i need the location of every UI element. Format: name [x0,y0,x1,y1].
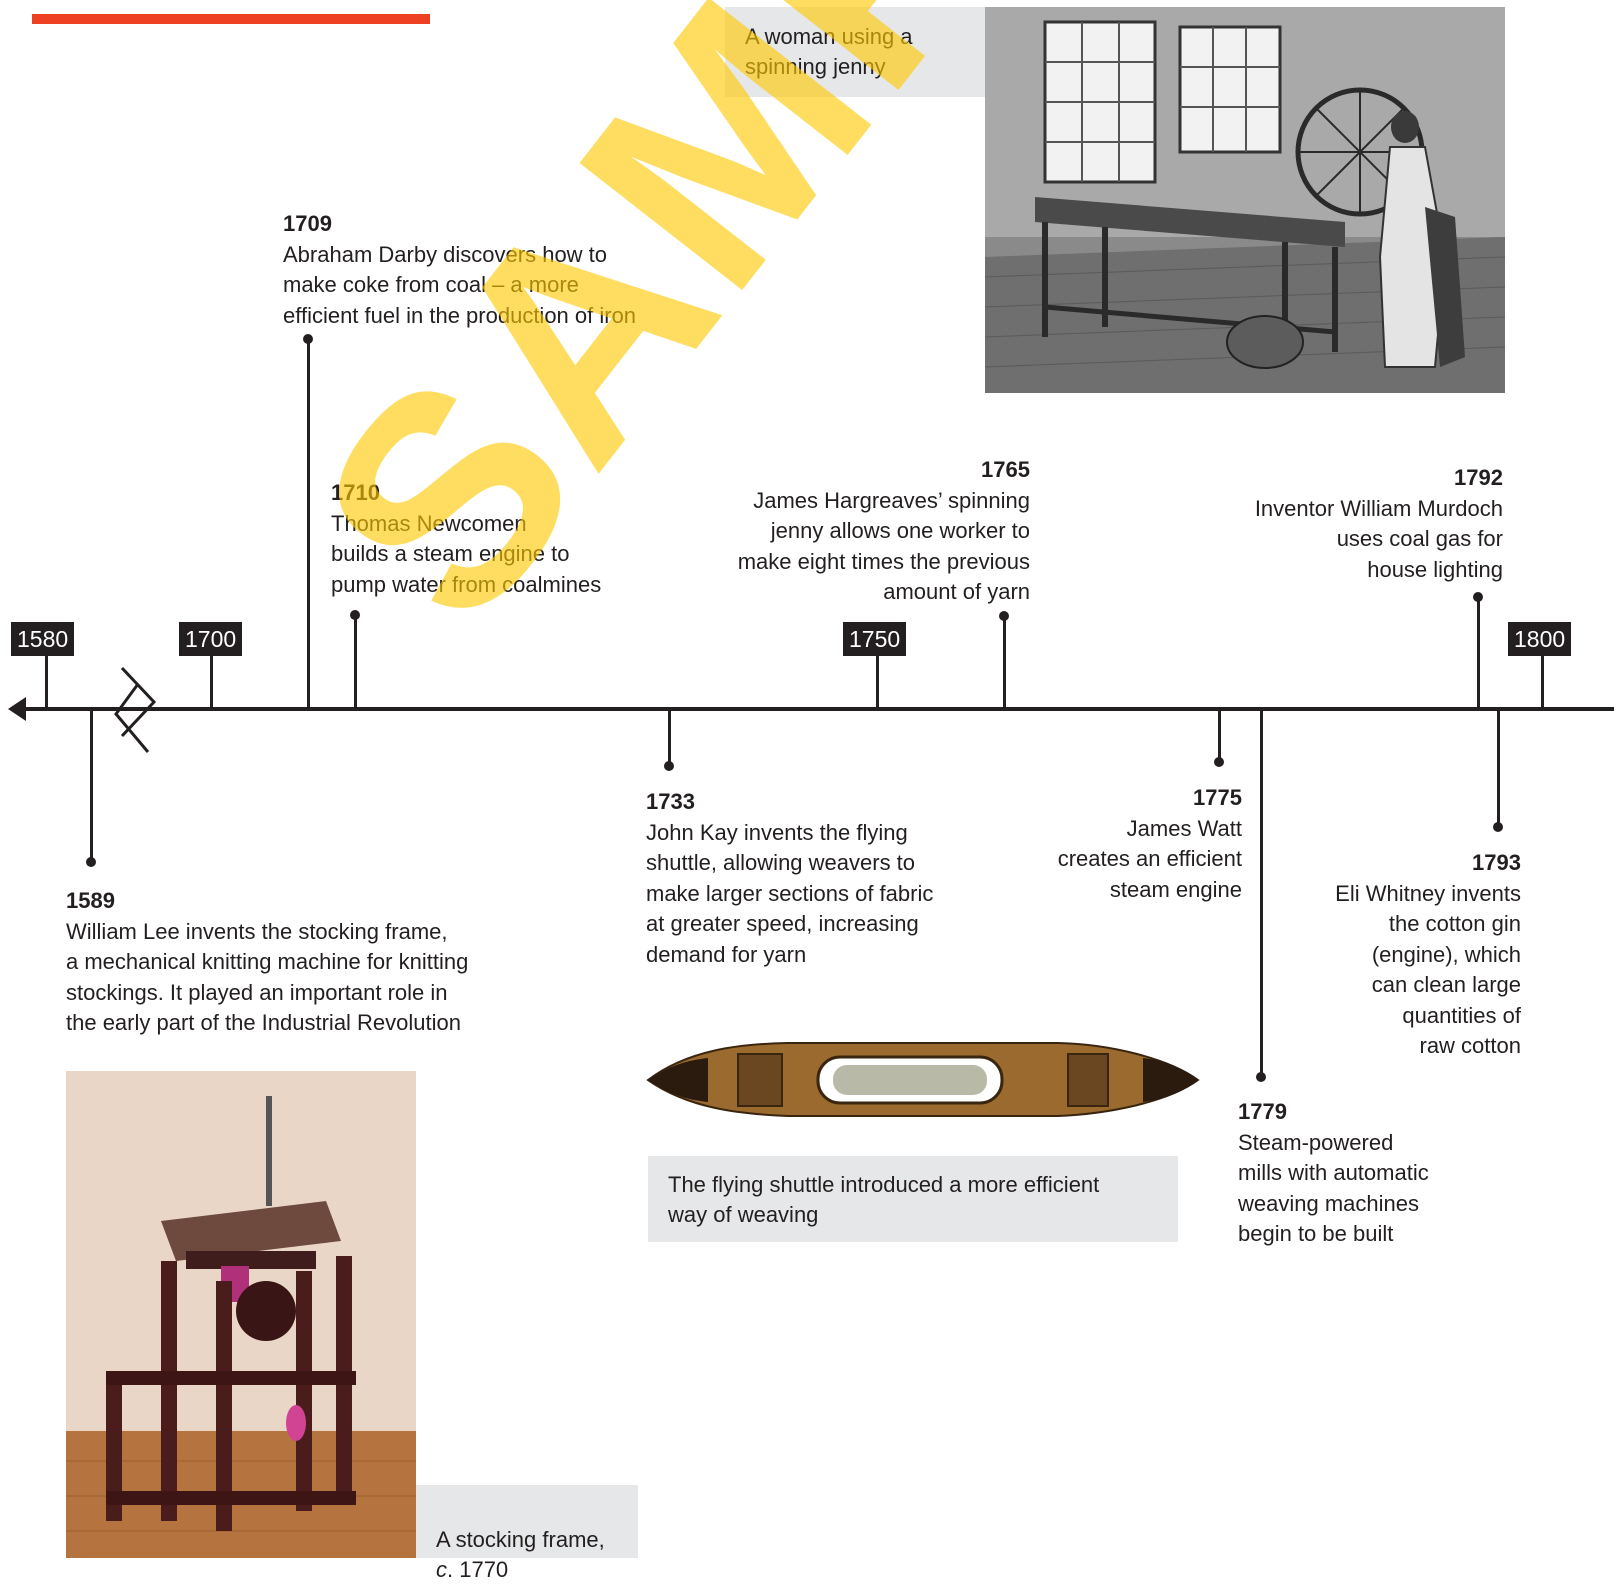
event-1793: 1793 Eli Whitney invents the cotton gin … [1300,848,1521,1062]
event-1709-text: Abraham Darby discovers how to make coke… [283,241,637,328]
event-1733-stem [668,709,671,765]
event-1733-text: John Kay invents the flying shuttle, all… [646,819,934,967]
flying-shuttle-image [628,1010,1218,1150]
stocking-frame-image [66,1071,416,1558]
event-1775-stem [1218,709,1221,761]
event-1710-year: 1710 [331,480,380,505]
event-1709-stem [307,339,310,709]
event-1765-text: James Hargreaves’ spinning jenny allows … [737,487,1030,605]
spinning-jenny-caption: A woman using a spinning jenny [725,7,985,97]
event-1589-dot [86,857,96,867]
event-1793-text: Eli Whitney invents the cotton gin (engi… [1335,880,1521,1059]
event-1733: 1733 John Kay invents the flying shuttle… [646,787,986,970]
timeline-axis [22,707,1614,711]
event-1589-text: William Lee invents the stocking frame, … [66,918,469,1036]
event-1710-stem [354,615,357,709]
year-tick-1580: 1580 [11,622,75,656]
year-tick-1580-line [45,656,48,710]
event-1775-dot [1214,757,1224,767]
stocking-frame-caption-line1: A stocking frame, [436,1527,605,1552]
stocking-frame-caption: A stocking frame, c. 1770 [416,1485,638,1582]
event-1793-stem [1497,709,1500,826]
event-1792-year: 1792 [1454,465,1503,490]
event-1709-dot [303,334,313,344]
year-tick-1800: 1800 [1508,622,1572,656]
event-1793-dot [1493,822,1503,832]
event-1792-dot [1473,592,1483,602]
event-1793-year: 1793 [1472,850,1521,875]
event-1779-year: 1779 [1238,1099,1287,1124]
event-1710: 1710 Thomas Newcomen builds a steam engi… [331,478,671,600]
event-1765-year: 1765 [981,457,1030,482]
event-1709-year: 1709 [283,211,332,236]
event-1765: 1765 James Hargreaves’ spinning jenny al… [690,455,1030,608]
event-1775-text: James Watt creates an efficient steam en… [1057,815,1242,902]
year-tick-1700: 1700 [179,622,243,656]
event-1779-text: Steam-powered mills with automatic weavi… [1238,1129,1429,1247]
event-1710-text: Thomas Newcomen builds a steam engine to… [331,510,602,597]
event-1589-stem [90,709,93,861]
year-tick-1800-line [1541,656,1544,710]
event-1733-year: 1733 [646,789,695,814]
event-1792: 1792 Inventor William Murdoch uses coal … [1180,463,1503,585]
event-1765-dot [999,611,1009,621]
event-1775-year: 1775 [1193,785,1242,810]
event-1792-text: Inventor William Murdoch uses coal gas f… [1254,495,1503,582]
event-1775: 1775 James Watt creates an efficient ste… [1020,783,1242,905]
axis-break-icon [114,666,157,753]
timeline-left-arrow-icon [8,697,26,721]
stocking-frame-caption-circa: c [436,1557,447,1582]
year-tick-1750-line [876,656,879,710]
year-tick-1700-line [210,656,213,710]
flying-shuttle-caption: The flying shuttle introduced a more eff… [648,1156,1178,1242]
event-1709: 1709 Abraham Darby discovers how to make… [283,209,703,331]
event-1792-stem [1477,597,1480,709]
accent-bar [32,14,430,24]
year-tick-1750: 1750 [843,622,907,656]
event-1589-year: 1589 [66,888,115,913]
event-1733-dot [664,761,674,771]
event-1779-dot [1256,1072,1266,1082]
event-1779: 1779 Steam-powered mills with automatic … [1238,1097,1498,1250]
event-1779-stem [1260,709,1263,1076]
spinning-jenny-image [985,7,1505,393]
stocking-frame-caption-year: . 1770 [447,1557,509,1582]
event-1589: 1589 William Lee invents the stocking fr… [66,886,536,1039]
event-1710-dot [350,610,360,620]
event-1765-stem [1003,616,1006,709]
